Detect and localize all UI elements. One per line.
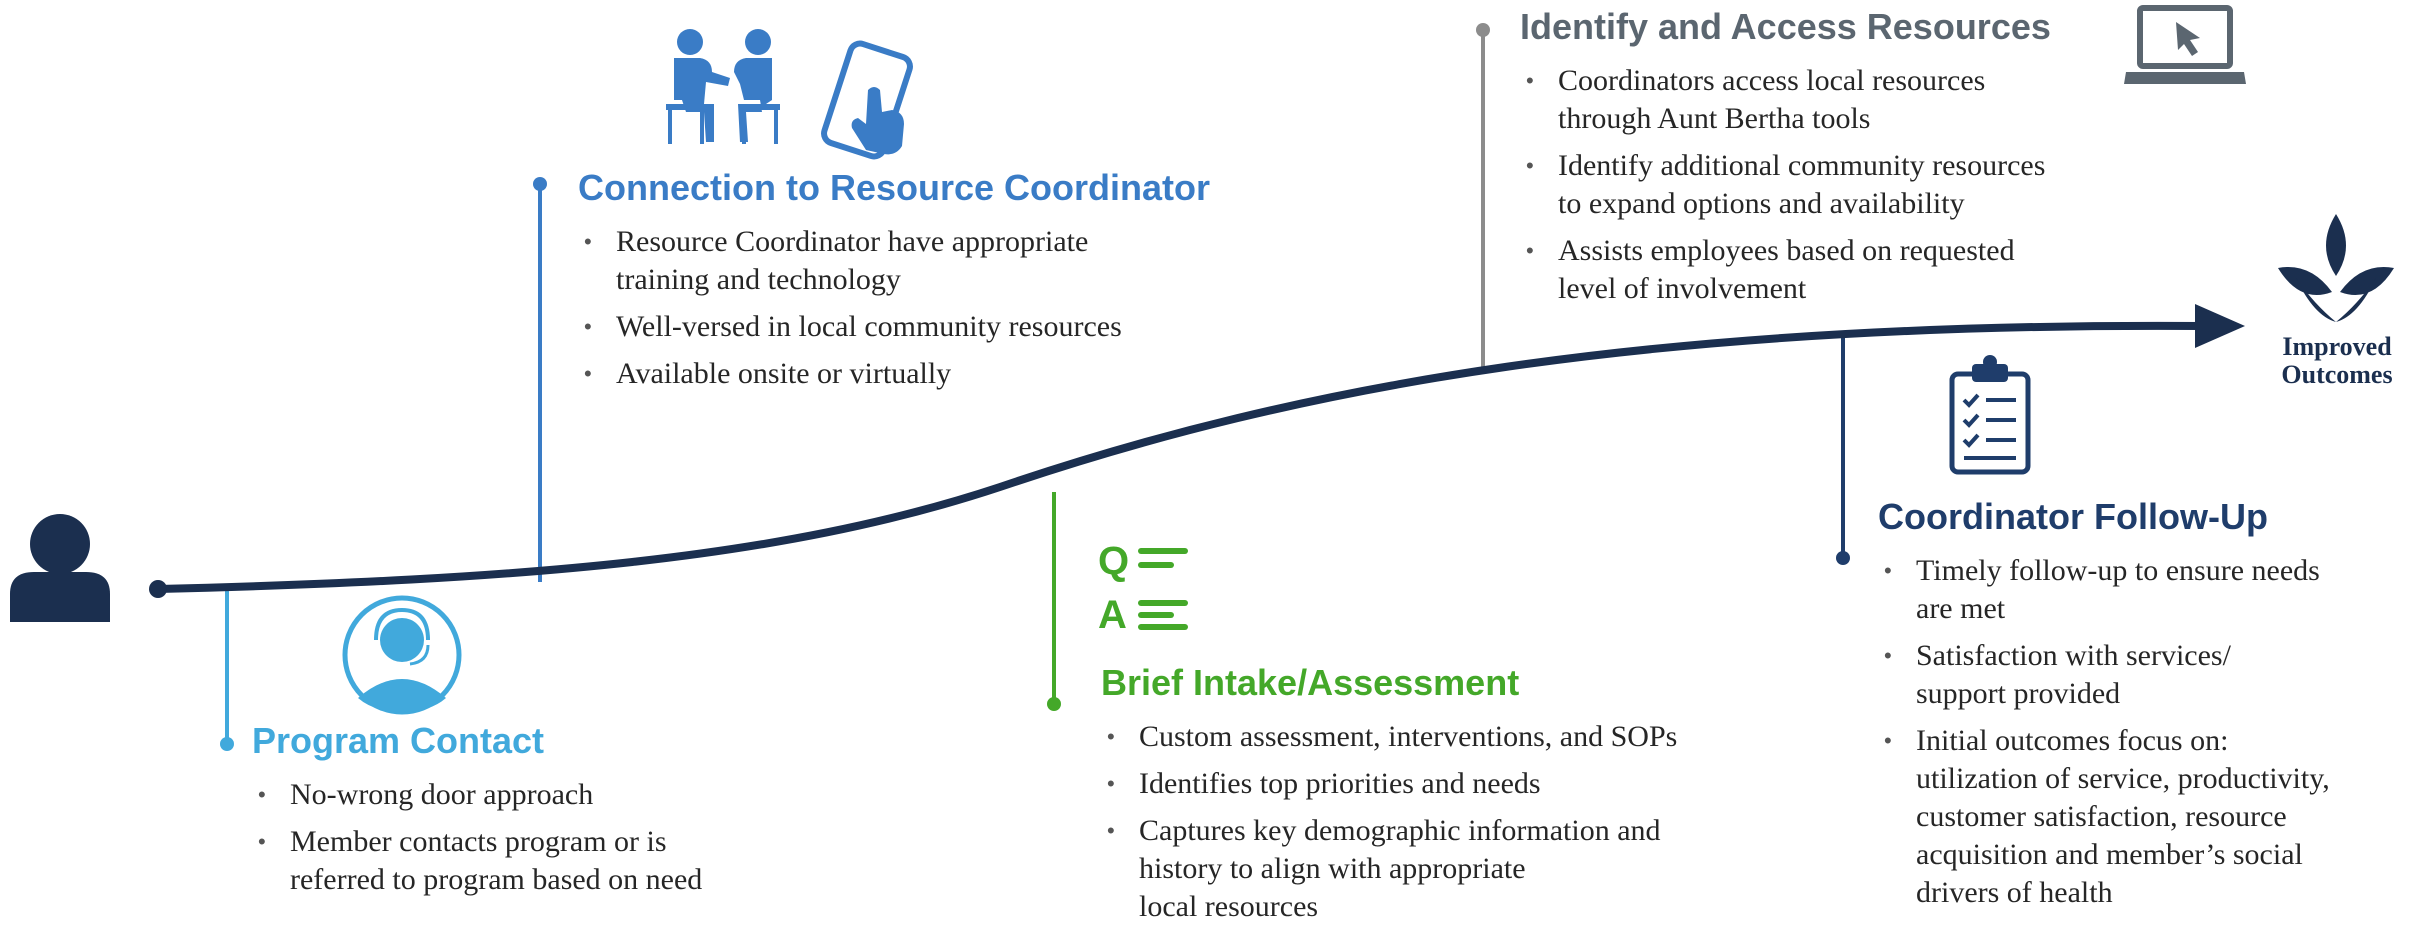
intake-dot [1047,697,1061,711]
journey-path [154,321,2209,593]
stage-program-contact: Program Contact No-wrong door approach M… [252,720,812,908]
bullet: Assists employees based on requested lev… [1520,232,2140,308]
bullet: Resource Coordinator have appropriate tr… [578,223,1278,299]
bullet: Available onsite or virtually [578,355,1278,393]
bullet: Custom assessment, interventions, and SO… [1101,718,1821,756]
journey-arrowhead-icon [2195,304,2245,348]
qa-q-letter: Q [1098,539,1129,583]
laptop-icon [2124,5,2246,84]
bullet: Initial outcomes focus on: utilization o… [1878,722,2418,912]
stage-title-access: Identify and Access Resources [1520,6,2051,47]
journey-diagram: Q A [10,5,2394,751]
stage-connection: Connection to Resource Coordinator Resou… [578,167,1278,402]
lotus-leaf-icon [2278,214,2394,322]
bullet: Well-versed in local community resources [578,308,1278,346]
bullet: Satisfaction with services/ support prov… [1878,637,2418,713]
bullet: Coordinators access local resources thro… [1520,62,2140,138]
bullet: Captures key demographic information and… [1101,812,1821,926]
stage-intake: Brief Intake/Assessment Custom assessmen… [1101,662,1821,935]
follow-up-dot [1836,551,1850,565]
stage-bullets: Timely follow-up to ensure needs are met… [1878,552,2418,912]
stage-title-intake: Brief Intake/Assessment [1101,662,1520,703]
support-agent-icon [342,595,462,715]
stage-access: Identify and Access Resources Coordinato… [1520,6,2140,317]
stage-follow-up: Coordinator Follow-Up Timely follow-up t… [1878,496,2418,921]
connector-lines [220,23,1850,751]
bullet: No-wrong door approach [252,776,812,814]
bullet: Identify additional community resources … [1520,147,2140,223]
people-and-phone-icon [666,29,913,160]
stage-bullets: Custom assessment, interventions, and SO… [1101,718,1821,926]
qa-icon: Q A [1098,539,1188,637]
stage-bullets: Coordinators access local resources thro… [1520,62,2140,308]
journey-start-dot [149,580,167,598]
stage-bullets: Resource Coordinator have appropriate tr… [578,223,1278,393]
connection-dot [533,177,547,191]
bullet: Identifies top priorities and needs [1101,765,1821,803]
stage-title-connection: Connection to Resource Coordinator [578,167,1211,208]
stage-title-program-contact: Program Contact [252,720,545,761]
bullet: Timely follow-up to ensure needs are met [1878,552,2418,628]
access-dot [1476,23,1490,37]
stage-bullets: No-wrong door approach Member contacts p… [252,776,812,899]
member-person-icon [10,514,110,622]
qa-a-letter: A [1098,593,1127,637]
improved-outcomes-label: Improved Outcomes [2281,332,2393,389]
stage-title-follow-up: Coordinator Follow-Up [1878,496,2268,537]
program-contact-dot [220,737,234,751]
clipboard-checklist-icon [1949,355,2031,475]
bullet: Member contacts program or is referred t… [252,823,812,899]
